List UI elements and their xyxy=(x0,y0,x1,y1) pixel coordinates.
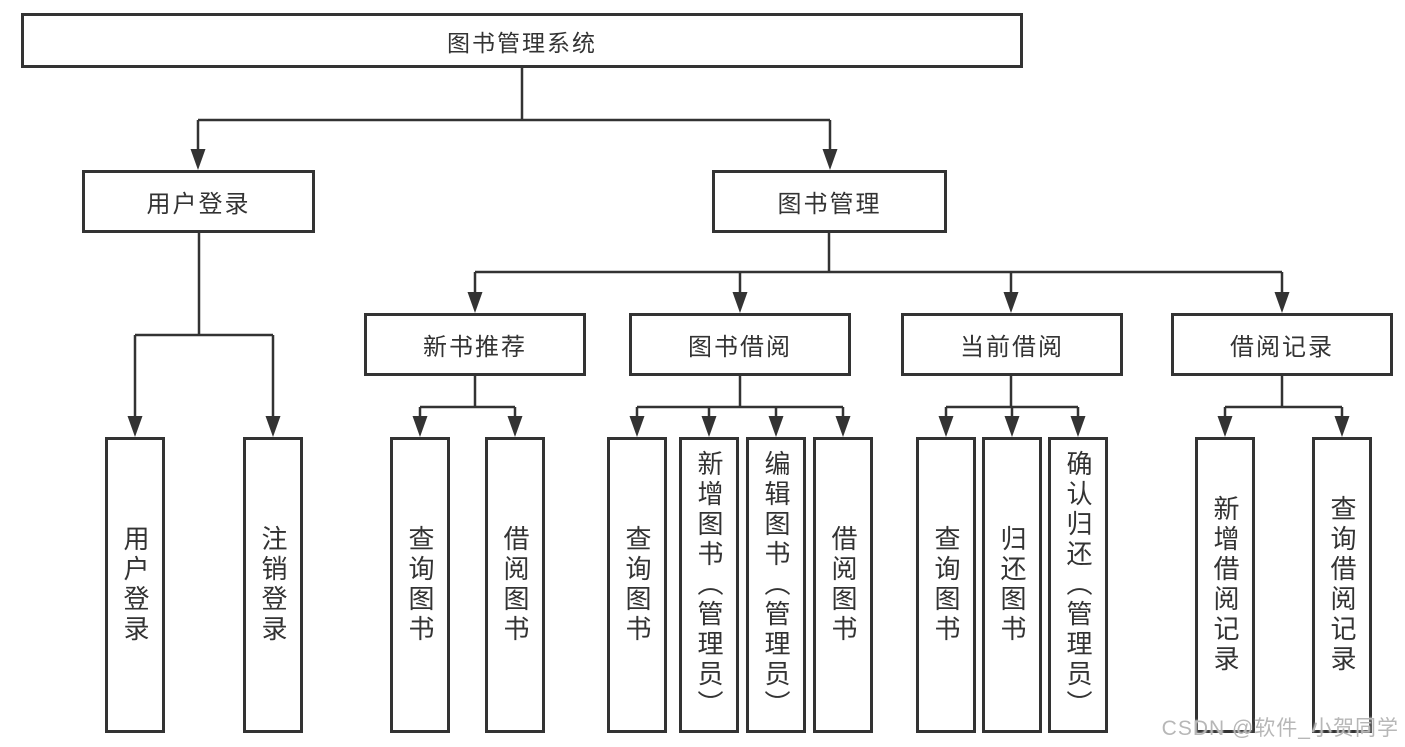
leaf-edit-books-admin: 编辑图书（管理员） xyxy=(746,437,806,733)
leaf-return-books: 归还图书 xyxy=(982,437,1042,733)
leaf-confirm-return-admin: 确认归还（管理员） xyxy=(1048,437,1108,733)
leaf-query-books-borrowing: 查询图书 xyxy=(607,437,667,733)
leaf-query-borrow-record-label: 查询借阅记录 xyxy=(1327,495,1357,675)
leaf-add-borrow-record-label: 新增借阅记录 xyxy=(1210,495,1240,675)
leaf-user-login-label: 用户登录 xyxy=(120,525,150,645)
leaf-confirm-return-admin-label: 确认归还（管理员） xyxy=(1063,450,1093,720)
leaf-query-books-current: 查询图书 xyxy=(916,437,976,733)
leaf-query-books-recommend: 查询图书 xyxy=(390,437,450,733)
csdn-watermark: CSDN @软件_小贺同学 xyxy=(1161,717,1399,740)
leaf-add-books-admin: 新增图书（管理员） xyxy=(679,437,739,733)
leaf-query-borrow-record: 查询借阅记录 xyxy=(1312,437,1372,733)
leaf-borrow-books-label: 借阅图书 xyxy=(828,525,858,645)
leaf-user-login: 用户登录 xyxy=(105,437,165,733)
node-borrowing-records: 借阅记录 xyxy=(1171,313,1393,376)
leaf-edit-books-admin-label: 编辑图书（管理员） xyxy=(761,450,791,720)
node-book-management: 图书管理 xyxy=(712,170,947,233)
node-current-borrowing: 当前借阅 xyxy=(901,313,1123,376)
node-new-book-recommendation: 新书推荐 xyxy=(364,313,586,376)
node-book-borrowing: 图书借阅 xyxy=(629,313,851,376)
leaf-borrow-books-recommend-label: 借阅图书 xyxy=(500,525,530,645)
leaf-borrow-books-recommend: 借阅图书 xyxy=(485,437,545,733)
leaf-logout: 注销登录 xyxy=(243,437,303,733)
node-user-login: 用户登录 xyxy=(82,170,315,233)
leaf-add-borrow-record: 新增借阅记录 xyxy=(1195,437,1255,733)
leaf-return-books-label: 归还图书 xyxy=(997,525,1027,645)
leaf-borrow-books: 借阅图书 xyxy=(813,437,873,733)
leaf-add-books-admin-label: 新增图书（管理员） xyxy=(694,450,724,720)
leaf-logout-label: 注销登录 xyxy=(258,525,288,645)
leaf-query-books-recommend-label: 查询图书 xyxy=(405,525,435,645)
leaf-query-books-current-label: 查询图书 xyxy=(931,525,961,645)
node-library-management-system: 图书管理系统 xyxy=(21,13,1023,68)
leaf-query-books-borrowing-label: 查询图书 xyxy=(622,525,652,645)
